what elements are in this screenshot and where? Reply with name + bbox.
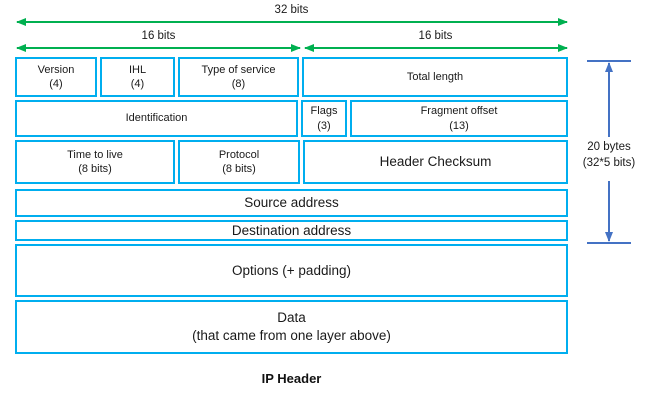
field-ihl-label: IHL (128, 63, 147, 76)
header-row-4: Source address (15, 189, 568, 217)
measure-bottom-cap (587, 242, 631, 244)
field-data: Data (that came from one layer above) (15, 300, 568, 354)
blue-arrow-up (604, 62, 613, 137)
field-protocol-sub: (8 bits) (222, 163, 256, 175)
field-total-length: Total length (302, 57, 568, 97)
field-protocol: Protocol (8 bits) (178, 140, 300, 184)
header-row-1: Version (4) IHL (4) Type of service (8) … (15, 57, 568, 97)
header-row-6: Options (+ padding) (15, 244, 568, 297)
field-destination-address-label: Destination address (231, 222, 352, 238)
field-options-label: Options (+ padding) (232, 262, 351, 278)
field-version-label: Version (37, 63, 75, 76)
green-arrow-32-bits (16, 17, 568, 26)
field-fragment-offset-sub: (13) (449, 119, 469, 132)
label-20-bytes-line2: (32*5 bits) (582, 157, 636, 169)
field-identification-label: Identification (125, 112, 188, 125)
label-16-bits-left: 16 bits (141, 30, 176, 42)
label-32-bits: 32 bits (274, 4, 309, 16)
field-fragment-offset-label: Fragment offset (420, 105, 498, 117)
diagram-caption: IP Header (261, 371, 322, 386)
field-time-to-live-sub: (8 bits) (78, 163, 112, 175)
label-20-bytes: 20 bytes (32*5 bits) (570, 139, 648, 171)
field-header-checksum-label: Header Checksum (379, 154, 492, 169)
field-flags-label: Flags (310, 105, 338, 117)
field-flags-sub: (3) (317, 119, 331, 132)
field-flags: Flags (3) (301, 100, 347, 137)
field-identification: Identification (15, 100, 298, 137)
header-row-3: Time to live (8 bits) Protocol (8 bits) … (15, 140, 568, 184)
field-ihl: IHL (4) (100, 57, 175, 97)
field-total-length-label: Total length (406, 70, 464, 83)
field-fragment-offset: Fragment offset (13) (350, 100, 568, 137)
field-header-checksum: Header Checksum (303, 140, 568, 184)
field-version-sub: (4) (49, 78, 63, 90)
green-arrow-16-bits-right (304, 43, 568, 52)
field-data-sub: (that came from one layer above) (192, 328, 391, 343)
green-arrow-16-bits-left (16, 43, 301, 52)
field-time-to-live-label: Time to live (67, 148, 123, 161)
field-type-of-service-label: Type of service (201, 63, 276, 76)
field-time-to-live: Time to live (8 bits) (15, 140, 175, 184)
field-protocol-label: Protocol (218, 148, 260, 161)
field-source-address: Source address (15, 189, 568, 217)
header-row-2: Identification Flags (3) Fragment offset… (15, 100, 568, 137)
field-version: Version (4) (15, 57, 97, 97)
measure-top-cap (587, 60, 631, 62)
label-20-bytes-line1: 20 bytes (587, 141, 631, 153)
field-ihl-sub: (4) (130, 78, 145, 90)
header-row-5: Destination address (15, 220, 568, 241)
field-type-of-service-sub: (8) (231, 78, 246, 90)
field-options: Options (+ padding) (15, 244, 568, 297)
field-destination-address: Destination address (15, 220, 568, 241)
header-row-7: Data (that came from one layer above) (15, 300, 568, 354)
field-source-address-label: Source address (244, 195, 339, 210)
blue-arrow-down (604, 181, 613, 242)
field-type-of-service: Type of service (8) (178, 57, 299, 97)
label-16-bits-right: 16 bits (418, 30, 453, 42)
field-data-label: Data (277, 310, 306, 325)
